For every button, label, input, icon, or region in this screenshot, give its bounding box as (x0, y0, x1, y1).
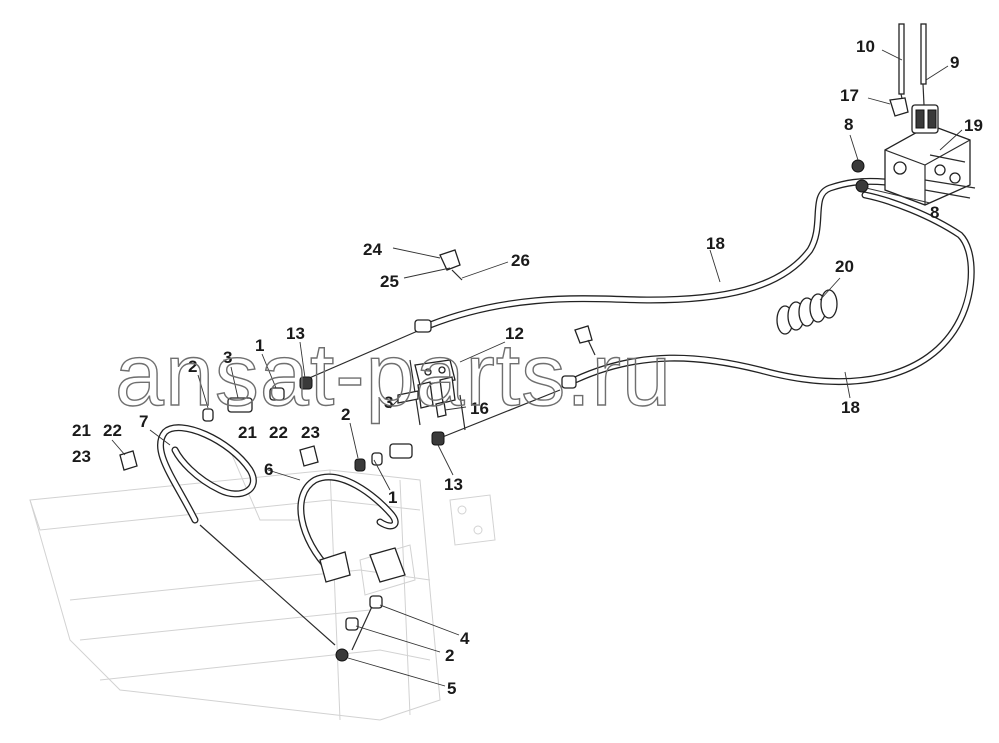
fitting-group-left (202, 376, 313, 422)
callout-1-left: 1 (255, 336, 264, 355)
callout-labels: 10 9 17 8 19 8 24 26 25 18 20 13 12 1 2 … (72, 37, 983, 698)
tee-fitting (369, 547, 406, 583)
bent-pipe-left (157, 424, 257, 524)
callout-20: 20 (835, 257, 854, 276)
valve-block (884, 104, 976, 206)
nut-5 (335, 648, 349, 662)
fitting-group-center (354, 319, 577, 472)
callout-8-lower: 8 (930, 203, 939, 222)
callout-13-left: 13 (286, 324, 305, 343)
callout-24: 24 (363, 240, 382, 259)
callout-3-left: 3 (223, 348, 232, 367)
coil-spring (776, 289, 838, 335)
callout-3-center: 3 (384, 393, 393, 412)
hose-clamp-center (574, 325, 593, 344)
callout-4: 4 (460, 629, 470, 648)
callout-23-right: 23 (301, 423, 320, 442)
callout-13-center: 13 (444, 475, 463, 494)
watermark-text: ansat-parts.ru (115, 325, 672, 424)
callout-25: 25 (380, 272, 399, 291)
callout-1-center: 1 (388, 488, 397, 507)
bent-pipe-right (297, 473, 399, 574)
machine-frame-outline (29, 449, 496, 721)
clamp-left (119, 450, 138, 471)
callout-2-center: 2 (341, 405, 350, 424)
callout-2-left: 2 (188, 357, 197, 376)
callout-17: 17 (840, 86, 859, 105)
fitting-4 (369, 595, 383, 609)
callout-8-upper: 8 (844, 115, 853, 134)
callout-21-right: 21 (238, 423, 257, 442)
callout-22-left: 22 (103, 421, 122, 440)
hose-lower (571, 191, 975, 386)
callout-5: 5 (447, 679, 456, 698)
callout-26: 26 (511, 251, 530, 270)
bolt-16 (435, 401, 447, 418)
mounting-bracket (414, 359, 456, 409)
callout-22-right: 22 (269, 423, 288, 442)
callout-16: 16 (470, 399, 489, 418)
callout-18-upper: 18 (706, 234, 725, 253)
elbow-fitting (889, 97, 909, 117)
hose-upper (426, 177, 889, 329)
callout-12: 12 (505, 324, 524, 343)
callout-18-lower: 18 (841, 398, 860, 417)
nut-upper (851, 159, 865, 173)
callout-23-left: 23 (72, 447, 91, 466)
hose-clamp-upper (439, 249, 461, 271)
leader-lines (111, 49, 963, 687)
callout-10: 10 (856, 37, 875, 56)
rod-9 (920, 23, 927, 85)
callout-21-left: 21 (72, 421, 91, 440)
fitting-2-lower (345, 617, 359, 631)
callout-7: 7 (139, 412, 148, 431)
valve-coupling (319, 551, 351, 583)
nut-lower (855, 179, 869, 193)
callout-9: 9 (950, 53, 959, 72)
clamp-middle (299, 445, 319, 467)
callout-19: 19 (964, 116, 983, 135)
callout-2-lower: 2 (445, 646, 454, 665)
callout-6: 6 (264, 460, 273, 479)
